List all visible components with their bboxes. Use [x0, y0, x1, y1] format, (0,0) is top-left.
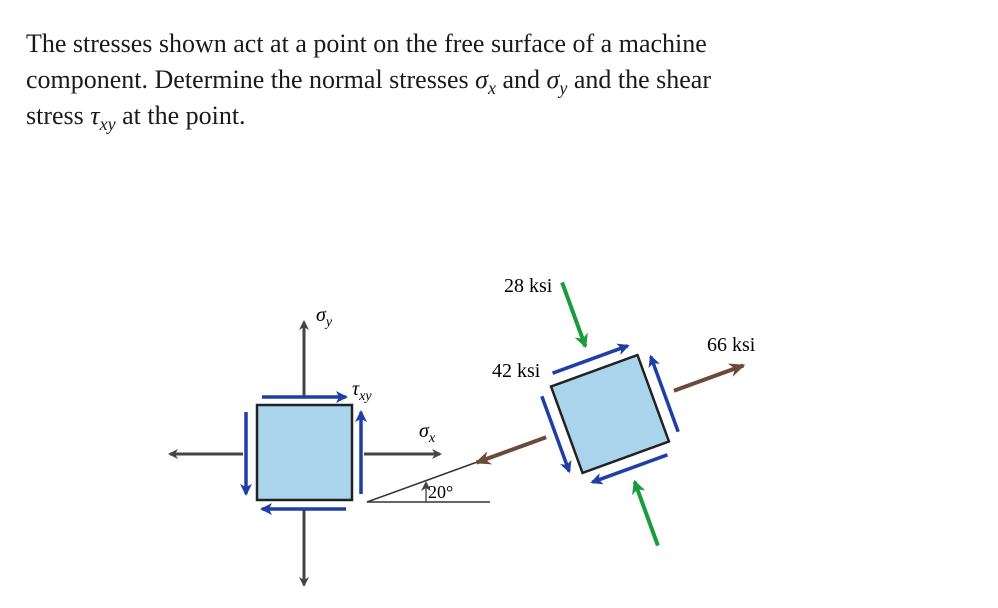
sigma-x-label: σx	[419, 420, 436, 446]
problem-line-3-text: stress	[26, 101, 91, 130]
compression-bottom-arrow	[632, 479, 660, 547]
sigma-symbol: σ	[546, 65, 560, 94]
shear-top-arrow	[551, 343, 630, 375]
and-shear-text: and the shear	[567, 65, 711, 94]
stress-28-ksi-label: 28 ksi	[504, 275, 553, 297]
left-element-square	[255, 403, 354, 502]
subscript-x: x	[487, 78, 496, 98]
sigma-y-label: σy	[316, 304, 333, 330]
problem-line-2-text: component. Determine the normal stresses	[26, 65, 476, 94]
stress-66-ksi-label: 66 ksi	[707, 334, 756, 356]
shear-bottom-arrow	[590, 453, 669, 485]
and-text: and	[495, 65, 547, 94]
problem-statement: The stresses shown act at a point on the…	[26, 26, 876, 134]
stress-42-ksi-label: 42 ksi	[492, 360, 541, 382]
shear-right-arrow	[648, 354, 680, 433]
tau-xy-label: τxy	[352, 378, 372, 404]
subscript-xy: xy	[99, 114, 116, 134]
compression-top-arrow	[560, 281, 588, 349]
sigma-symbol: σ	[475, 65, 488, 94]
right-stress-element: 28 ksi 42 ksi 66 ksi	[474, 275, 756, 547]
left-stress-element: σy τxy σx 20°	[168, 304, 490, 587]
angle-inclined-line	[366, 460, 481, 503]
tension-left-arrow	[474, 435, 547, 465]
shear-left-arrow	[540, 395, 572, 474]
tension-right-arrow	[673, 363, 746, 393]
angle-label: 20°	[428, 482, 453, 502]
subscript-y: y	[559, 78, 568, 98]
right-element-square	[549, 353, 671, 475]
problem-line-1: The stresses shown act at a point on the…	[26, 29, 707, 58]
tau-symbol: τ	[90, 101, 100, 130]
problem-line-3-end: at the point.	[115, 101, 246, 130]
